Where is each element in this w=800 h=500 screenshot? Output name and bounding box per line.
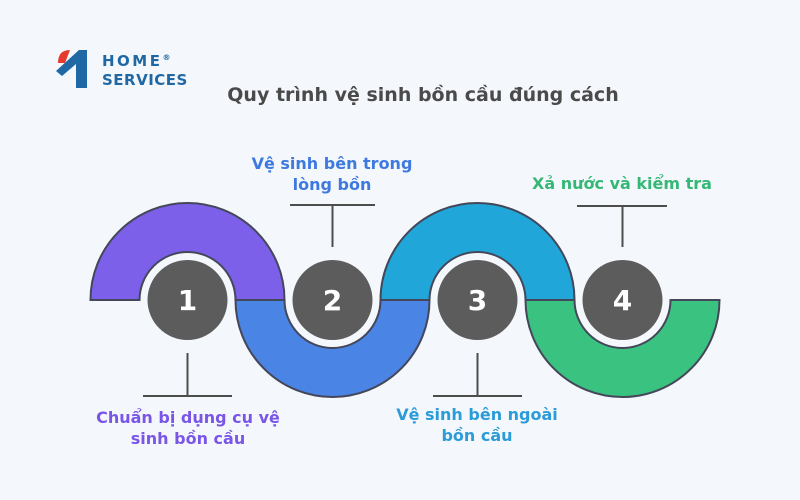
logo: HOME® SERVICES <box>55 48 188 90</box>
logo-blue-one <box>56 50 87 88</box>
step-circle-4 <box>582 260 663 340</box>
step-number-2: 2 <box>323 284 342 317</box>
page-title: Quy trình vệ sinh bồn cầu đúng cách <box>227 84 619 106</box>
step-circle-3 <box>437 260 518 340</box>
step-label-4: Xả nước và kiểm tra <box>532 174 712 193</box>
connector-step-3 <box>433 353 522 397</box>
step-circle-2 <box>292 260 373 340</box>
step-number-4: 4 <box>613 284 632 317</box>
home-services-logo-icon <box>56 50 87 88</box>
band-step-4 <box>524 299 721 398</box>
connector-step-1 <box>143 353 232 397</box>
connector-step-4 <box>577 205 667 247</box>
step-label-2: Vệ sinh bên trong lòng bồn <box>251 154 413 194</box>
step-number-1: 1 <box>178 284 197 317</box>
step-circle-1 <box>147 260 228 340</box>
step-label-3: Vệ sinh bên ngoài bồn cầu <box>396 405 558 445</box>
band-step-3 <box>379 202 576 301</box>
step-number-3: 3 <box>468 284 487 317</box>
step-label-1: Chuẩn bị dụng cụ vệ sinh bồn cầu <box>96 408 280 448</box>
logo-brand-line2: SERVICES <box>102 71 188 89</box>
logo-brand-line1: HOME® <box>102 52 171 70</box>
logo-red-wedge <box>58 50 70 63</box>
band-step-1 <box>89 202 286 301</box>
connector-step-2 <box>290 204 375 247</box>
band-step-2 <box>234 299 431 398</box>
logo-text: HOME® SERVICES <box>102 48 188 90</box>
registered-mark: ® <box>162 53 171 62</box>
